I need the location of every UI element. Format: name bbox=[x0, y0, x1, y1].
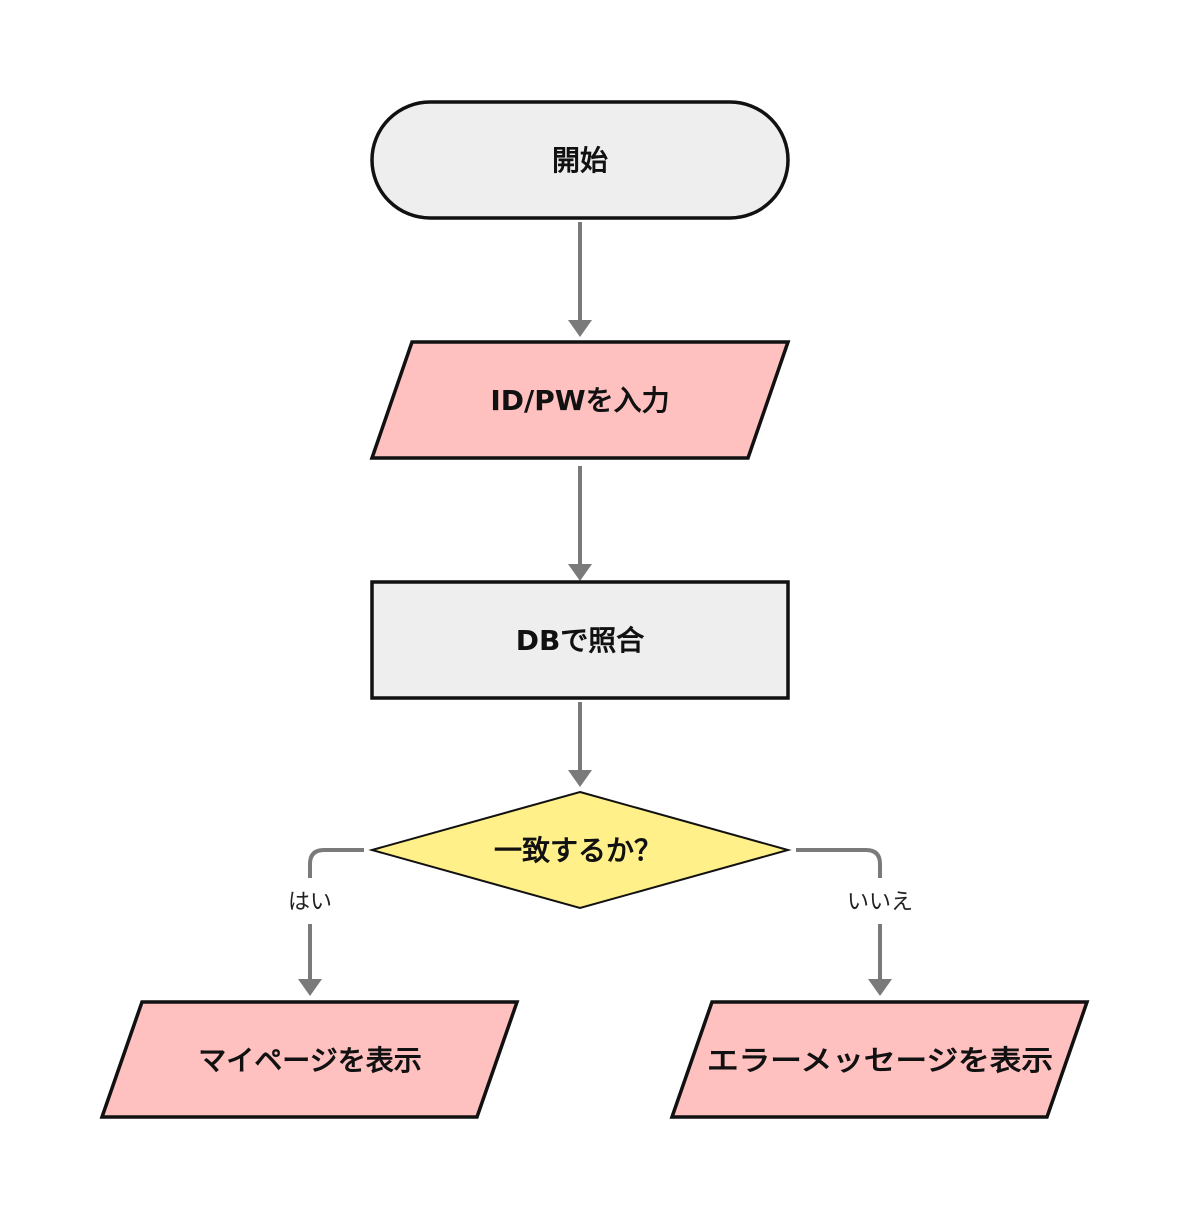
edge-yes: はい bbox=[281, 848, 364, 996]
arrowhead bbox=[868, 979, 892, 996]
node-decision-label: 一致するか？ bbox=[494, 834, 662, 867]
edge-no: いいえ bbox=[796, 848, 920, 996]
io-parallelogram-shape bbox=[99, 1000, 520, 1119]
node-error-label: エラーメッセージを表示 bbox=[707, 1044, 1053, 1077]
node-db-check[interactable]: DBで照合 bbox=[370, 580, 790, 700]
edge-start-to-input bbox=[568, 222, 592, 337]
edge-label-no: いいえ bbox=[847, 890, 913, 915]
arrowhead bbox=[298, 979, 322, 996]
edge-line bbox=[308, 848, 364, 980]
node-input-label: ID/PWを入力 bbox=[490, 384, 669, 417]
io-parallelogram-shape bbox=[369, 340, 791, 460]
edge-label-bg bbox=[840, 878, 920, 924]
edge-input-to-db-check bbox=[568, 466, 592, 581]
io-parallelogram-shape bbox=[669, 1000, 1090, 1119]
edge-db-check-to-decision bbox=[568, 702, 592, 787]
process-shape bbox=[370, 580, 790, 700]
node-mypage-label: マイページを表示 bbox=[198, 1044, 421, 1077]
arrowhead bbox=[568, 770, 592, 787]
node-error[interactable]: エラーメッセージを表示 bbox=[669, 1000, 1090, 1119]
node-db-check-label: DBで照合 bbox=[516, 624, 646, 657]
arrowhead bbox=[568, 564, 592, 581]
decision-diamond-shape bbox=[368, 790, 792, 910]
node-mypage[interactable]: マイページを表示 bbox=[99, 1000, 520, 1119]
edges: はい いいえ bbox=[281, 222, 920, 996]
node-start[interactable]: 開始 bbox=[370, 100, 790, 220]
node-start-label: 開始 bbox=[552, 144, 608, 177]
edge-label-bg bbox=[281, 878, 339, 924]
edge-label-yes: はい bbox=[288, 890, 332, 915]
terminator-shape bbox=[370, 100, 790, 220]
node-input[interactable]: ID/PWを入力 bbox=[369, 340, 791, 460]
edge-line bbox=[796, 848, 882, 980]
arrowhead bbox=[568, 320, 592, 337]
nodes: 開始 ID/PWを入力 DBで照合 一致するか？ マイページを表示 エラーメッセ… bbox=[99, 100, 1090, 1119]
node-decision[interactable]: 一致するか？ bbox=[368, 790, 792, 910]
